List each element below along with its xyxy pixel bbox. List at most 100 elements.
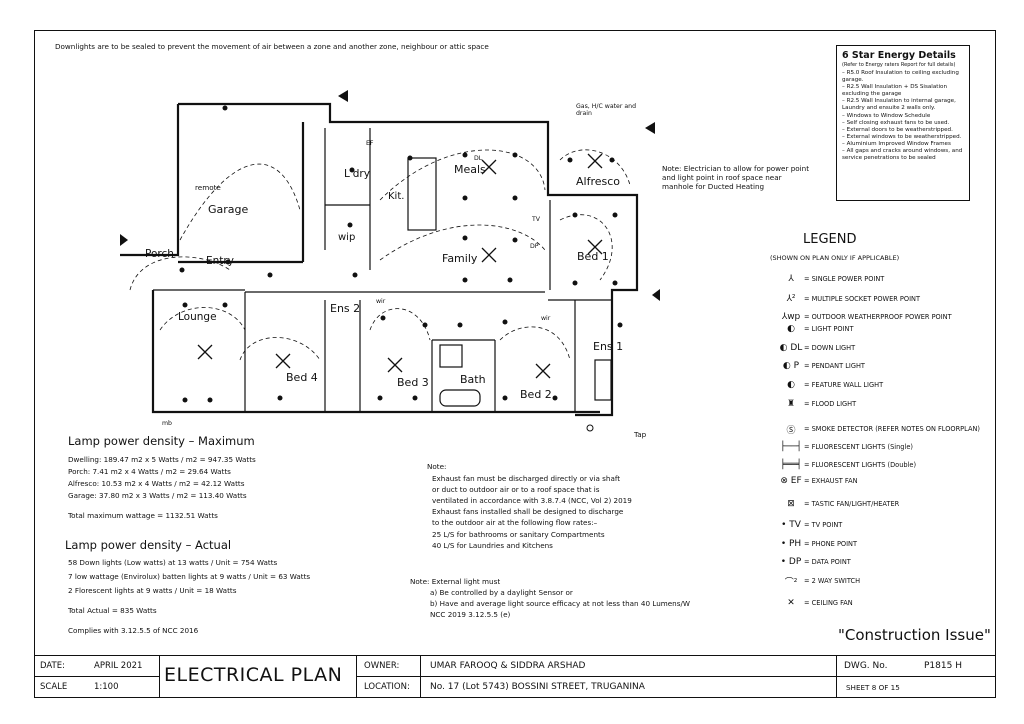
ceiling-fan-icon (481, 159, 497, 175)
flood-light-icon: ♜ (786, 399, 796, 409)
sheet-number: SHEET 8 OF 15 (846, 683, 900, 692)
energy-title: 6 Star Energy Details (842, 50, 956, 61)
data-point-icon: • DP (780, 557, 802, 567)
sheet-border (34, 30, 996, 698)
legend-label: = FLOOD LIGHT (804, 400, 857, 408)
legend-label: = PHONE POINT (804, 540, 858, 548)
legend-label: = SMOKE DETECTOR (REFER NOTES ON FLOORPL… (804, 425, 980, 433)
legend-label: = OUTDOOR WEATHERPROOF POWER POINT (804, 313, 952, 321)
legend-subtitle: (SHOWN ON PLAN ONLY IF APPLICABLE) (770, 254, 900, 262)
fluorescent-single-icon: ├──┤ (780, 442, 802, 452)
legend-item: ◐ DL= DOWN LIGHT (778, 341, 856, 355)
room-bed1: Bed 1 (577, 250, 609, 263)
room-meals: Meals (454, 163, 486, 176)
room-family: Family (442, 252, 478, 265)
legend-item: ⊠= TASTIC FAN/LIGHT/HEATER (778, 497, 899, 511)
lamp-max-total: Total maximum wattage = 1132.51 Watts (68, 511, 218, 520)
lamp-max-line: Alfresco: 10.53 m2 x 4 Watts / m2 = 42.1… (68, 479, 245, 488)
lamp-max-line: Porch: 7.41 m2 x 4 Watts / m2 = 29.64 Wa… (68, 467, 231, 476)
mb-label: mb (162, 420, 172, 427)
outer-wall-garage (120, 104, 180, 257)
legend-label: = DATA POINT (804, 558, 851, 566)
legend-item: • DP= DATA POINT (778, 555, 851, 569)
legend-label: = TV POINT (804, 521, 843, 529)
ceiling-fan-icon: ✕ (787, 598, 795, 608)
dwg-label: DWG. No. (844, 661, 888, 671)
exhaust-note-line: or duct to outdoor air or to a roof spac… (432, 485, 600, 494)
dp-label: DP (530, 243, 539, 250)
legend-label: = MULTIPLE SOCKET POWER POINT (804, 295, 920, 303)
legend-item: • PH= PHONE POINT (778, 537, 857, 551)
electrician-note: Note: Electrician to allow for power poi… (662, 164, 810, 191)
energy-item: – External windows to be weatherstripped… (842, 133, 962, 140)
ceiling-fan-icon (587, 239, 603, 255)
title-block: DATE: APRIL 2021 SCALE 1:100 ELECTRICAL … (34, 655, 996, 698)
ncc-compliance: Complies with 3.12.5.5 of NCC 2016 (68, 626, 199, 635)
outer-wall-south (151, 290, 600, 414)
ef-label: EF (366, 140, 374, 147)
feature-wall-light-icon: ◐ (787, 380, 795, 390)
exhaust-note-line: Exhaust fan must be discharged directly … (432, 474, 621, 483)
lamp-actual-title: Lamp power density – Actual (65, 538, 232, 552)
legend-item: ⅄²= MULTIPLE SOCKET POWER POINT (778, 292, 920, 306)
legend-label: = 2 WAY SWITCH (804, 577, 861, 585)
legend-item: ⊗ EF= EXHAUST FAN (778, 474, 857, 488)
ext-light-note-line: b) Have and average light source efficac… (430, 599, 691, 608)
kitchen-island (407, 157, 437, 231)
downlights (179, 105, 623, 403)
bathtub (439, 389, 481, 407)
scale-label: SCALE (40, 682, 68, 692)
down-light-icon: ◐ DL (779, 343, 803, 353)
room-garage: Garage (208, 203, 249, 216)
owner-label: OWNER: (364, 661, 400, 671)
exhaust-note-line: Note: (427, 462, 447, 471)
light-point-icon: ◐ (787, 324, 795, 334)
ceiling-fan-icon (197, 344, 213, 360)
energy-item: – Windows to Window Schedule (842, 112, 931, 119)
lamp-max-title: Lamp power density – Maximum (68, 434, 255, 448)
lamp-actual-total: Total Actual = 835 Watts (68, 606, 157, 615)
lamp-max-line: Dwelling: 189.47 m2 x 5 Watts / m2 = 947… (68, 455, 256, 464)
location-value: No. 17 (Lot 5743) BOSSINI STREET, TRUGAN… (430, 682, 645, 692)
room-wir: wir (376, 298, 386, 305)
outer-wall (178, 102, 639, 417)
energy-item: – R2.5 Wall Insulation + DS Sisalation e… (842, 84, 947, 98)
room-porch: Porch (145, 248, 174, 260)
scale-value: 1:100 (94, 682, 119, 692)
exhaust-note-line: 25 L/S for bathrooms or sanitary Compart… (432, 530, 605, 539)
legend-item: ├──┤= FLUORESCENT LIGHTS (Single) (778, 440, 913, 454)
ceiling-fan-icon (387, 357, 403, 373)
tv-point-icon: • TV (781, 520, 801, 530)
dwg-value: P1815 H (924, 661, 962, 671)
owner-value: UMAR FAROOQ & SIDDRA ARSHAD (430, 661, 586, 671)
lamp-max-line: Garage: 37.80 m2 x 3 Watts / m2 = 113.40… (68, 491, 247, 500)
single-power-point-icon: ⅄ (788, 274, 794, 284)
legend-label: = PENDANT LIGHT (804, 362, 865, 370)
energy-item: – Aluminium Improved Window Frames (842, 140, 951, 147)
legend-label: = FEATURE WALL LIGHT (804, 381, 884, 389)
energy-item: – All gaps and cracks around windows, an… (842, 148, 963, 162)
two-way-switch-icon: ⌒² (784, 577, 798, 588)
room-ens1: Ens 1 (593, 340, 624, 353)
energy-item: – External doors to be weatherstripped. (842, 126, 953, 133)
legend-item: ♜ = FLOOD LIGHT (778, 397, 856, 411)
legend-item: ⅄ = SINGLE POWER POINT (778, 272, 884, 286)
ext-light-note-line: NCC 2019 3.12.5.5 (e) (430, 610, 511, 619)
legend-item: ⅄wp= OUTDOOR WEATHERPROOF POWER POINT (778, 310, 952, 324)
exhaust-note-line: Exhaust fans installed shall be designed… (432, 507, 624, 516)
exhaust-fan-icon: ⊗ EF (780, 476, 802, 486)
room-wip: wip (338, 232, 356, 243)
room-ens2: Ens 2 (330, 302, 361, 315)
outdoor-power-point-icon: ⅄wp (781, 312, 801, 322)
energy-item: – R2.5 Wall Insulation to internal garag… (842, 98, 956, 112)
ceiling-fan-icon (587, 153, 603, 169)
energy-item: – Self closing exhaust fans to be used. (842, 119, 950, 126)
legend-label: = SINGLE POWER POINT (804, 275, 885, 283)
tap-icon (586, 424, 594, 432)
tv-label: TV (532, 216, 541, 223)
room-bed2: Bed 2 (520, 388, 552, 401)
date-label: DATE: (40, 661, 65, 671)
room-bed4: Bed 4 (286, 371, 318, 384)
